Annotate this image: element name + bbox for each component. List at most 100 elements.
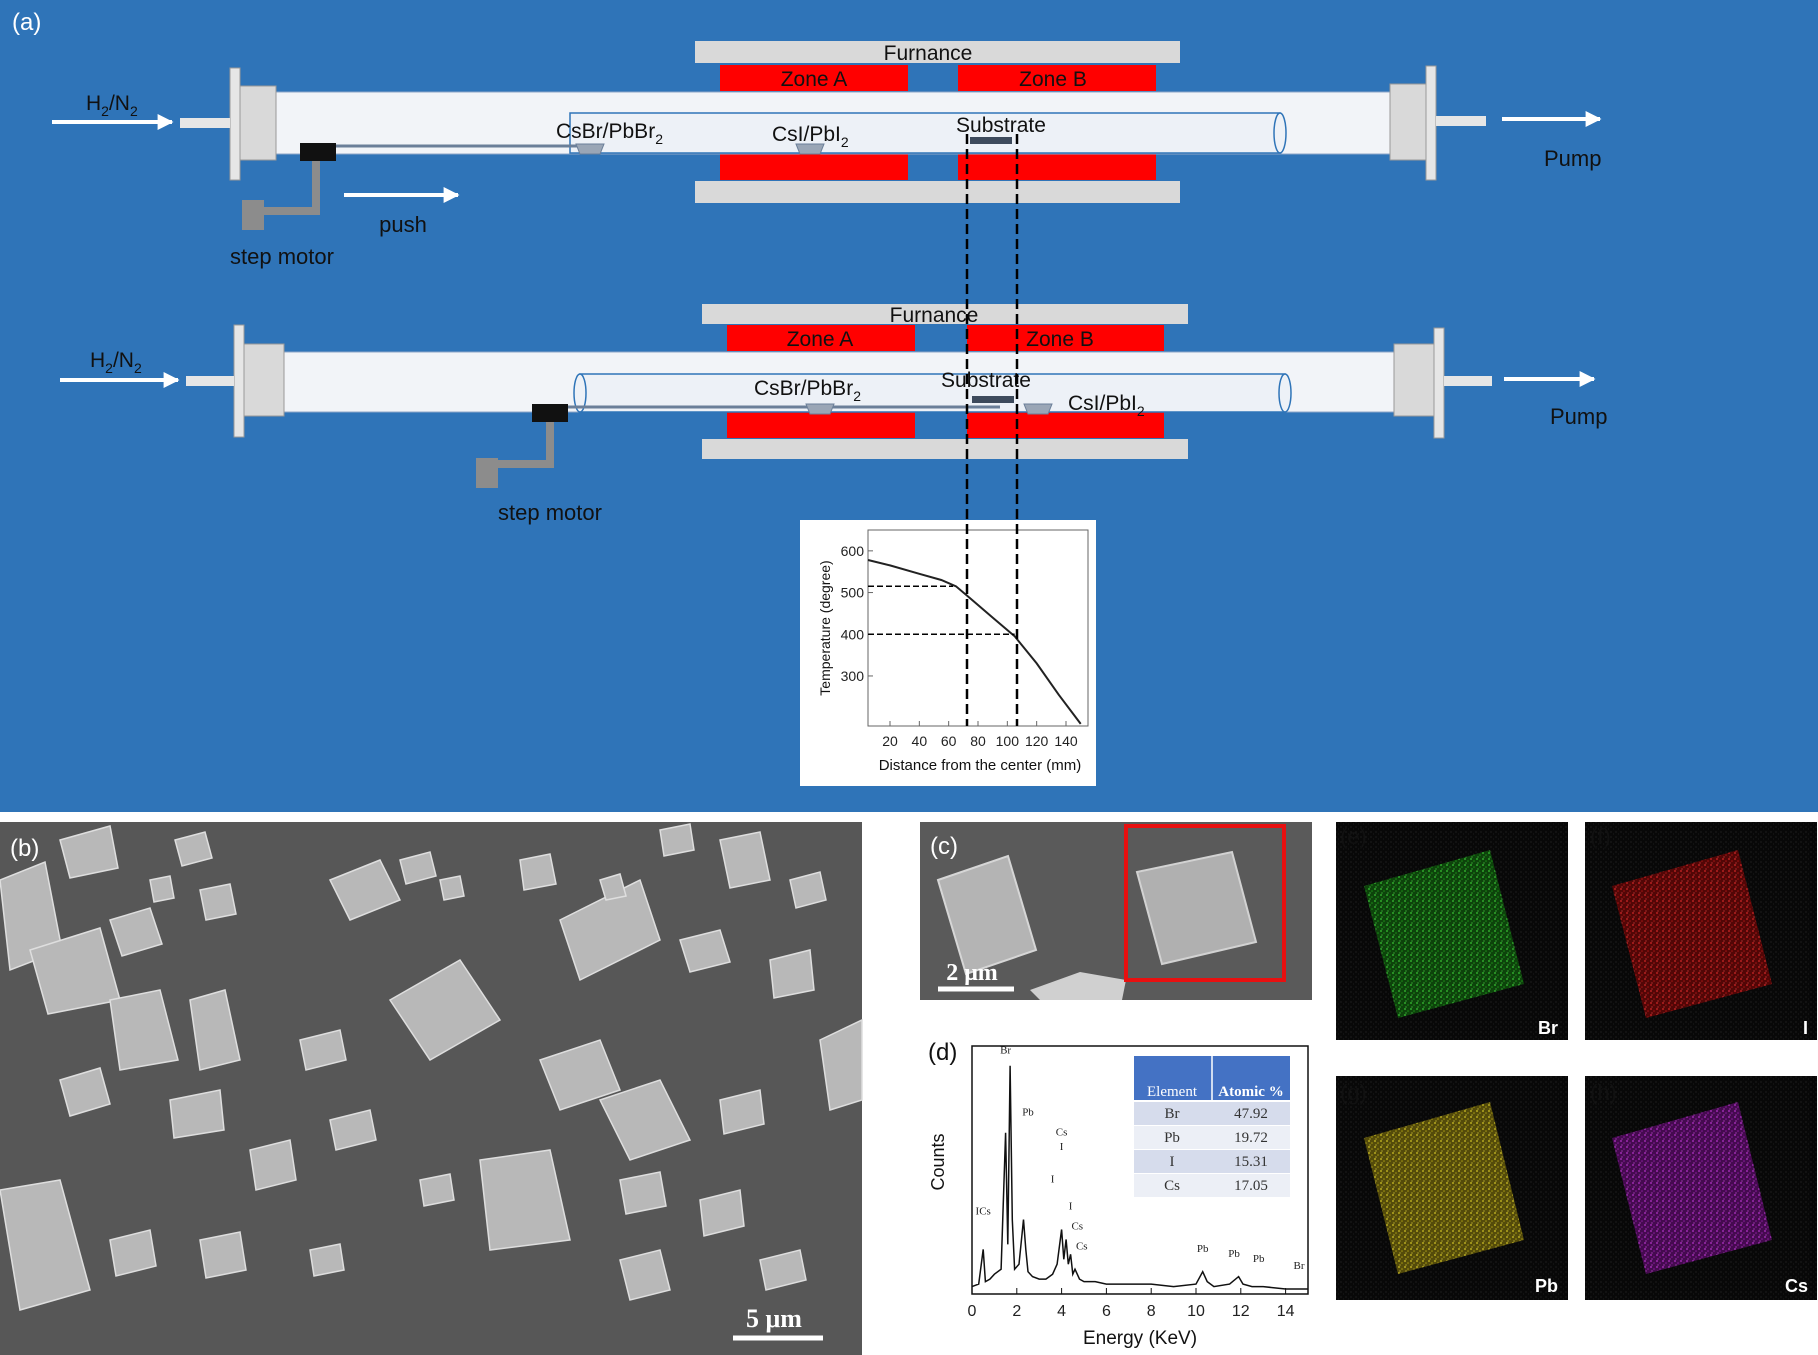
panel-b: (b) 5 μm [0,822,863,1355]
inset-y-tick-label: 500 [841,585,865,601]
inset-x-tick-label: 60 [941,733,957,749]
crystal-fragment [1030,972,1126,1000]
table-cell: Br [1165,1106,1180,1122]
flange-left-bottom [233,324,245,438]
panel-label-c: (c) [930,833,958,860]
eds-x-tick-label: 10 [1187,1303,1205,1320]
sem-crystal [399,851,437,885]
table-cell: 15.31 [1234,1154,1268,1170]
panel-f: (f) I [1585,822,1817,1040]
sem-crystal [59,1067,111,1117]
eds-peak-label: Pb [1022,1106,1034,1118]
scale-bar-label-b: 5 μm [746,1304,802,1333]
sem-crystal [819,1018,863,1111]
flange-left-top [229,67,241,181]
zone-a-label-bottom: Zone A [787,328,854,351]
scale-bar-label-c: 2 μm [946,960,998,986]
table-cell: 17.05 [1234,1178,1268,1194]
inset-ylabel: Temperature (degree) [817,560,833,695]
cvd-setup-top: Furnance Zone A Zone B step motor push [52,41,1602,269]
element-label-i: I [1803,1018,1808,1038]
motor-arm-bottom [498,422,554,468]
eds-peak-label: Br [1000,1044,1011,1056]
eds-peak-label: Br [1294,1260,1305,1272]
source1-label-top: CsBr/PbBr2 [556,120,663,147]
table-row-1-bg [1134,1102,1290,1125]
inner-tube-end-right-bottom [1278,373,1292,413]
sem-crystal [699,1189,745,1237]
furnace-top-bar-lower [695,181,1180,203]
sem-crystal [249,1139,297,1191]
inset-x-tick-label: 140 [1054,733,1078,749]
panel-label-g: (g) [1340,1080,1367,1105]
element-label-br: Br [1538,1018,1558,1038]
zone-b-top-heater [958,65,1156,91]
furnace-top-bar [695,41,1180,63]
sem-crystal [419,1173,455,1207]
sem-crystal [659,823,695,857]
gas-inlet-pipe-top [180,118,230,128]
zone-b-top-heater-lower [958,154,1156,180]
inset-background [800,520,1096,786]
table-header-element: Element [1147,1084,1198,1100]
eds-x-tick-label: 12 [1232,1303,1250,1320]
eds-ylabel: Counts [928,1133,948,1190]
furnace-bottom-bar [702,304,1188,324]
panel-c: (c) 2 μm [920,822,1312,1000]
table-row-4-bg [1134,1174,1290,1197]
eds-spectrum-line [971,1065,1308,1290]
sem-crystal [328,859,402,921]
panel-label-e: (e) [1340,824,1367,849]
step-motor-label-top: step motor [230,244,334,269]
sem-crystal [679,929,731,973]
zone-a-bottom-heater [727,325,915,351]
table-row-3-bg [1134,1150,1290,1173]
zone-b-bottom-heater [967,325,1164,351]
eds-x-tick-label: 6 [1102,1303,1111,1320]
motor-arm-top [262,161,320,215]
inset-x-tick-label: 80 [970,733,986,749]
push-label: push [379,212,427,237]
step-motor-top [242,200,264,230]
flange-block-left-top [239,85,277,161]
pump-label-top: Pump [1544,146,1601,171]
pump-outlet-pipe-top [1436,116,1486,126]
source-boat-csbr-top [575,143,605,155]
motor-coupler-bottom [532,404,568,422]
source2-label-bottom: CsI/PbI2 [1068,392,1145,419]
eds-region-box [1124,824,1286,982]
zone-a-bottom-heater-lower [727,412,915,438]
sem-crystal [199,1231,247,1279]
source-boat-csbr-bottom [805,403,835,415]
temperature-curve [867,559,1082,725]
sem-crystal [789,871,827,909]
eds-x-tick-label: 14 [1277,1303,1295,1320]
inset-y-tick-label: 400 [841,626,865,642]
map-crystal-cs [1612,1102,1772,1274]
inset-x-tick-label: 120 [1025,733,1049,749]
pump-label-bottom: Pump [1550,404,1607,429]
eds-peak-label: I [1051,1173,1055,1185]
table-cell: Cs [1164,1178,1180,1194]
map-crystal-br [1364,850,1524,1018]
panel-label-b: (b) [10,835,39,862]
sem-crystal [539,1039,621,1111]
sem-crystal [598,1079,692,1161]
table-row-2-bg [1134,1126,1290,1149]
inset-xlabel: Distance from the center (mm) [879,757,1082,774]
source-boat-csi-top [795,143,825,155]
furnace-label-bottom: Furnance [890,304,979,327]
panel-label-h: (h) [1590,1080,1617,1105]
eds-peak-label: Pb [1253,1253,1265,1265]
cvd-setup-bottom: Furnance Zone A Zone B step motor [60,304,1607,525]
zone-b-label-bottom: Zone B [1026,328,1094,351]
gas-inlet-pipe-bottom [186,376,234,386]
panel-label-d: (d) [928,1039,957,1066]
zone-a-top-heater [720,65,908,91]
eds-peak-label: Pb [1228,1248,1240,1260]
zone-b-label-top: Zone B [1019,68,1087,91]
eds-xlabel: Energy (KeV) [1083,1328,1197,1349]
